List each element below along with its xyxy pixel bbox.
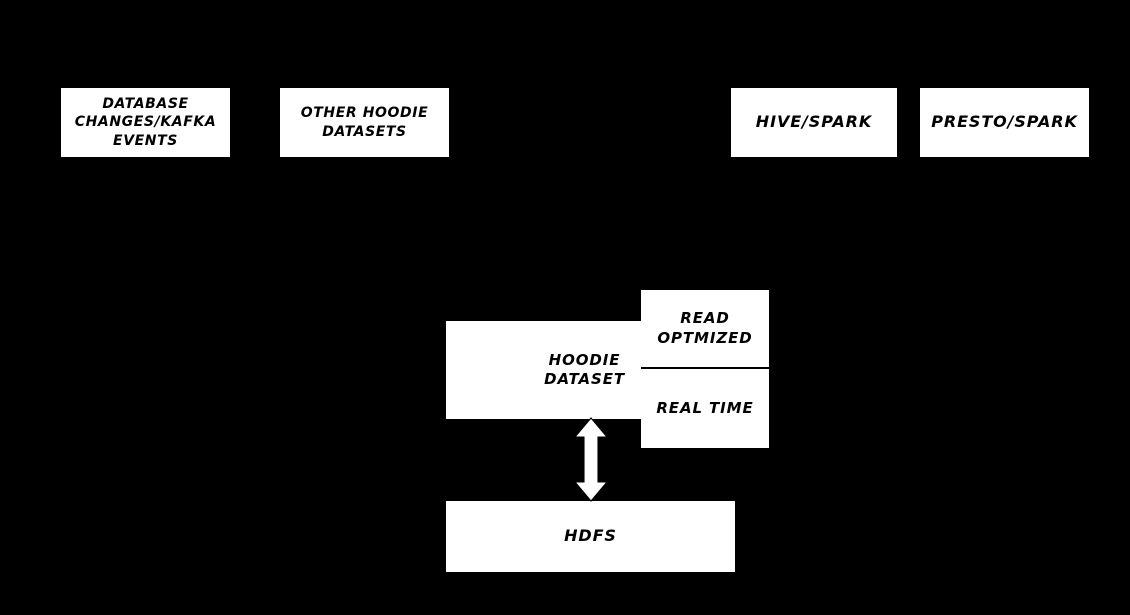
double-headed-vertical-arrow-icon — [573, 417, 609, 502]
node-hoodie-dataset[interactable]: HOODIE DATASET — [446, 321, 641, 419]
node-database-changes-kafka-events[interactable]: DATABASE CHANGES/KAFKA EVENTS — [61, 88, 230, 157]
node-hive-spark-label: HIVE/SPARK — [755, 112, 873, 132]
node-hoodie-dataset-label: HOODIE DATASET — [544, 350, 625, 389]
node-real-time-view[interactable]: REAL TIME — [641, 369, 769, 448]
node-presto-spark[interactable]: PRESTO/SPARK — [920, 88, 1089, 157]
node-hive-spark[interactable]: HIVE/SPARK — [731, 88, 897, 157]
node-presto-spark-label: PRESTO/SPARK — [931, 112, 1078, 132]
node-other-hoodie-datasets[interactable]: OTHER HOODIE DATASETS — [280, 88, 449, 157]
node-read-optimized-label: READ OPTMIZED — [657, 309, 753, 347]
node-database-changes-label: DATABASE CHANGES/KAFKA EVENTS — [74, 96, 217, 149]
node-other-hoodie-datasets-label: OTHER HOODIE DATASETS — [300, 105, 429, 140]
node-hdfs-label: HDFS — [564, 526, 617, 546]
node-real-time-label: REAL TIME — [656, 398, 754, 417]
node-read-optimized-view[interactable]: READ OPTMIZED — [641, 290, 769, 369]
node-hdfs[interactable]: HDFS — [446, 501, 735, 572]
